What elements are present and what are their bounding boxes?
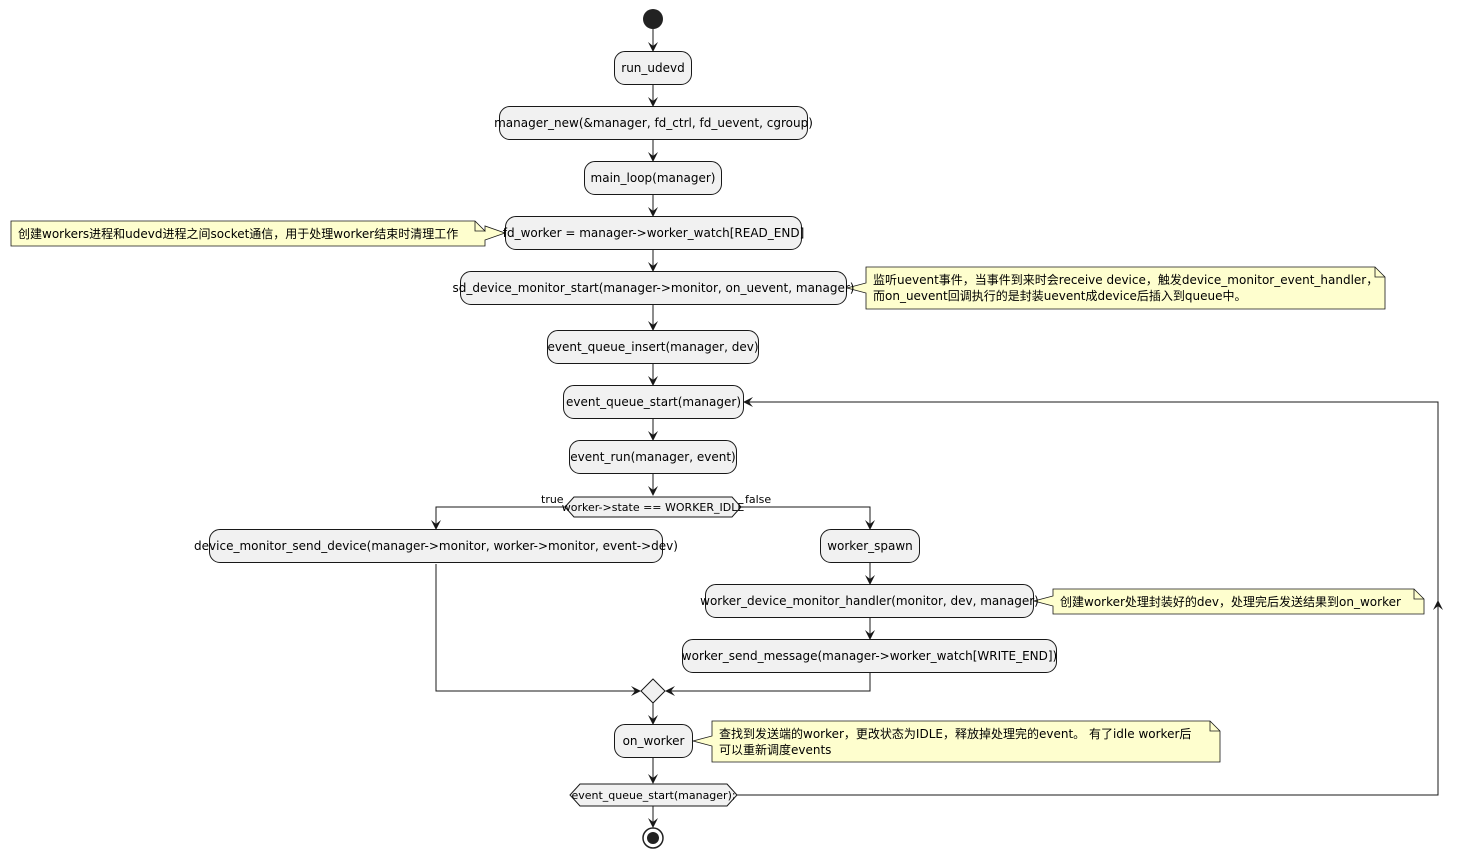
note-worker-handler: 创建worker处理封装好的dev，处理完后发送结果到on_worker bbox=[1054, 590, 1413, 613]
activity-sd-device-monitor-start: sd_device_monitor_start(manager->monitor… bbox=[453, 271, 855, 305]
activity-worker-device-monitor-handler: worker_device_monitor_handler(monitor, d… bbox=[700, 584, 1039, 618]
edge-left-merge bbox=[435, 564, 641, 696]
note-monitor: 监听uevent事件，当事件到来时会receive device，触发devic… bbox=[867, 268, 1379, 308]
activity-event-run: event_run(manager, event) bbox=[569, 440, 737, 474]
activity-device-monitor-send-device: device_monitor_send_device(manager->moni… bbox=[194, 529, 678, 563]
loop-condition-shape bbox=[569, 783, 738, 807]
loop-up-arrowhead bbox=[1433, 600, 1443, 610]
start-node bbox=[643, 9, 663, 29]
note-monitor-fold bbox=[1374, 267, 1385, 278]
end-node bbox=[642, 827, 664, 849]
edge-right-merge bbox=[665, 673, 871, 696]
decision-condition: worker->state == WORKER_IDLE bbox=[561, 500, 745, 514]
activity-fd-worker: fd_worker = manager->worker_watch[READ_E… bbox=[503, 216, 804, 250]
merge-diamond bbox=[640, 678, 666, 704]
activity-worker-spawn: worker_spawn bbox=[820, 529, 920, 563]
activity-event-queue-insert: event_queue_insert(manager, dev) bbox=[547, 330, 759, 364]
note-monitor-line-1: 监听uevent事件，当事件到来时会receive device，触发devic… bbox=[873, 273, 1379, 287]
flow-edges bbox=[431, 29, 1439, 828]
activity-event-queue-start: event_queue_start(manager) bbox=[563, 385, 744, 419]
note-monitor-line-2: 而on_uevent回调执行的是封装uevent成device后插入到queue… bbox=[873, 289, 1247, 303]
note-handler-fold bbox=[1413, 589, 1424, 600]
decision-false-label: false bbox=[745, 493, 772, 506]
decision-shape bbox=[564, 496, 742, 518]
note-on-worker-line-1: 查找到发送端的worker，更改状态为IDLE，释放掉处理完的event。 有了… bbox=[719, 727, 1192, 741]
note-on-worker-line-2: 可以重新调度events bbox=[719, 743, 832, 757]
loop-condition: event_queue_start(manager); bbox=[571, 788, 736, 802]
note-worker-handler-text: 创建worker处理封装好的dev，处理完后发送结果到on_worker bbox=[1060, 594, 1401, 609]
activity-worker-send-message: worker_send_message(manager->worker_watc… bbox=[682, 639, 1057, 673]
decision-true-label: true bbox=[541, 493, 564, 506]
note-onworker-fold bbox=[1209, 721, 1220, 732]
note-fd-worker-fold bbox=[474, 221, 485, 232]
edge-false-branch bbox=[741, 506, 875, 530]
edge-loop-back bbox=[737, 397, 1439, 796]
edge-true-branch bbox=[431, 506, 565, 530]
activity-main-loop: main_loop(manager) bbox=[584, 161, 722, 195]
note-fd-worker: 创建workers进程和udevd进程之间socket通信，用于处理worker… bbox=[12, 222, 474, 245]
activity-run-udevd: run_udevd bbox=[614, 51, 692, 85]
activity-on-worker: on_worker bbox=[614, 724, 693, 758]
activity-manager-new: manager_new(&manager, fd_ctrl, fd_uevent… bbox=[494, 106, 813, 140]
note-on-worker: 查找到发送端的worker，更改状态为IDLE，释放掉处理完的event。 有了… bbox=[713, 722, 1209, 761]
note-fd-worker-text: 创建workers进程和udevd进程之间socket通信，用于处理worker… bbox=[18, 226, 459, 241]
